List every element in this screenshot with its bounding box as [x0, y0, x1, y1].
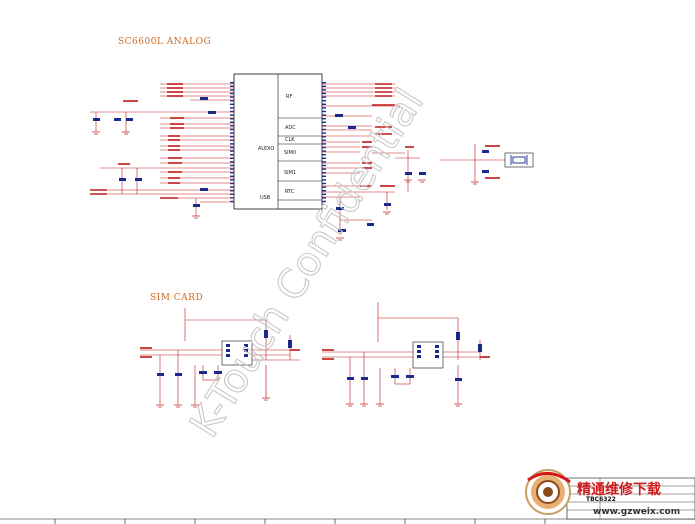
ic-pin — [230, 114, 234, 116]
site-logo-url: www.gzweix.com — [593, 507, 680, 517]
ic-pin — [322, 200, 326, 203]
ic-pin — [230, 175, 234, 177]
analog-section-title: SC6600L ANALOG — [118, 37, 211, 47]
ic-pin — [322, 107, 326, 109]
ic-pin — [322, 193, 326, 195]
sim-section-title: SIM CARD — [150, 293, 203, 303]
ic-pin — [322, 110, 326, 113]
ic-pin — [230, 200, 234, 203]
ic-pin — [230, 172, 234, 174]
analog-right-passives — [335, 114, 489, 232]
ic-pin — [230, 150, 234, 152]
crystal-component — [504, 152, 534, 168]
ic-pin — [230, 132, 234, 134]
usb-block-label: USB — [260, 195, 271, 201]
ic-pin — [322, 150, 326, 152]
ic-pin — [230, 107, 234, 109]
ic-pin — [230, 128, 234, 131]
main-ic: RF ADC CLK AUDIO SIM0 SIM1 RTC USB — [230, 73, 326, 210]
analog-right-ground — [336, 179, 479, 241]
ic-pin — [230, 146, 234, 149]
ic-pin — [230, 136, 234, 138]
sim-card-1-circuit — [322, 302, 490, 407]
ic-right-pins — [322, 82, 326, 203]
ic-pin — [322, 154, 326, 156]
ic-pin — [230, 186, 234, 188]
title-block-doc-id: TBC6322 — [586, 496, 616, 503]
ic-pin — [230, 125, 234, 127]
ic-pin — [322, 89, 326, 91]
ic-pin — [230, 143, 234, 145]
ic-pin — [230, 103, 234, 105]
site-logo-name: 精通维修下载 — [577, 481, 661, 498]
ic-pin — [322, 96, 326, 98]
ic-pin — [322, 197, 326, 199]
ic-pin — [322, 161, 326, 163]
sim0-block-label: SIM0 — [284, 150, 296, 156]
ic-pin — [322, 186, 326, 188]
ic-pin — [322, 82, 326, 84]
ic-pin — [322, 103, 326, 105]
ic-pin — [322, 168, 326, 170]
ic-pin — [322, 85, 326, 87]
sheet-frame — [0, 518, 695, 524]
analog-left-passives — [93, 97, 216, 207]
analog-left-net-labels — [90, 83, 184, 199]
ic-pin — [322, 182, 326, 185]
rtc-block-label: RTC — [285, 189, 295, 195]
analog-left-ground — [92, 131, 200, 219]
ic-pin — [230, 179, 234, 181]
ic-pin — [230, 118, 234, 120]
ic-pin — [322, 136, 326, 138]
ic-pin — [322, 121, 326, 123]
ic-pin — [322, 175, 326, 177]
ic-pin — [322, 128, 326, 131]
ic-pin — [322, 100, 326, 102]
clk-block-label: CLK — [285, 137, 295, 143]
ic-pin — [230, 110, 234, 113]
ic-pin — [230, 161, 234, 163]
ic-pin — [322, 132, 326, 134]
analog-right-net-labels — [360, 83, 500, 187]
ic-pin — [230, 190, 234, 192]
ic-pin — [230, 164, 234, 167]
ic-pin — [230, 96, 234, 98]
ic-pin — [230, 168, 234, 170]
audio-block-label: AUDIO — [258, 146, 274, 152]
ic-pin — [230, 100, 234, 102]
ic-pin — [230, 182, 234, 185]
ic-pin — [322, 139, 326, 141]
ic-pin — [322, 118, 326, 120]
ic-pin — [322, 114, 326, 116]
title-block: TBC6322 — [566, 477, 695, 520]
ic-pin — [322, 92, 326, 95]
ic-pin — [230, 82, 234, 84]
ic-pin — [322, 146, 326, 149]
ic-pin — [322, 190, 326, 192]
ic-pin — [230, 154, 234, 156]
site-logo — [525, 469, 571, 515]
ic-pin — [230, 92, 234, 95]
analog-left-nets — [90, 83, 234, 216]
ic-pin — [230, 85, 234, 87]
ic-pin — [322, 143, 326, 145]
ic-pin — [322, 157, 326, 159]
ic-pin — [230, 89, 234, 91]
sim1-block-label: SIM1 — [284, 170, 296, 176]
ic-pin — [322, 179, 326, 181]
sim-card-0-circuit — [140, 308, 300, 408]
ic-pin — [230, 121, 234, 123]
rf-block-label: RF — [286, 94, 292, 100]
adc-block-label: ADC — [285, 125, 296, 131]
ic-pin — [322, 164, 326, 167]
